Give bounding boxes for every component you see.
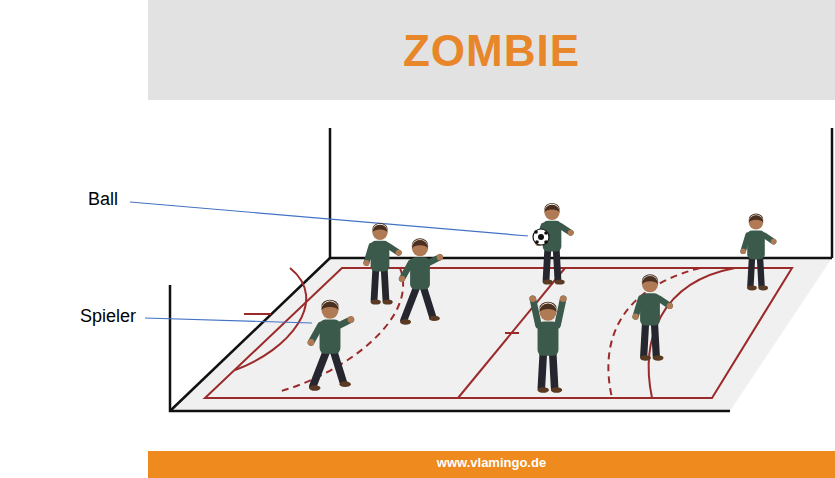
ball <box>533 229 549 245</box>
court-lines <box>205 268 792 398</box>
court-floor <box>170 258 832 411</box>
leader-line <box>130 202 528 236</box>
header-band <box>148 0 835 100</box>
court-edge <box>170 285 730 411</box>
player-figure <box>740 214 776 291</box>
court-side-edge <box>170 258 330 411</box>
footer-band <box>148 451 835 478</box>
part-label: Ball <box>88 189 118 210</box>
player-figure <box>529 295 566 392</box>
wall-corner <box>831 128 834 258</box>
leader-line <box>145 318 312 323</box>
player-figure <box>308 300 355 391</box>
game-title: ZOMBIE <box>148 26 835 76</box>
player-figure <box>399 238 443 324</box>
player-figure <box>363 223 401 305</box>
player-figure <box>632 274 673 360</box>
part-label: Spieler <box>80 306 136 327</box>
website-url: www.vlamingo.de <box>148 455 835 470</box>
